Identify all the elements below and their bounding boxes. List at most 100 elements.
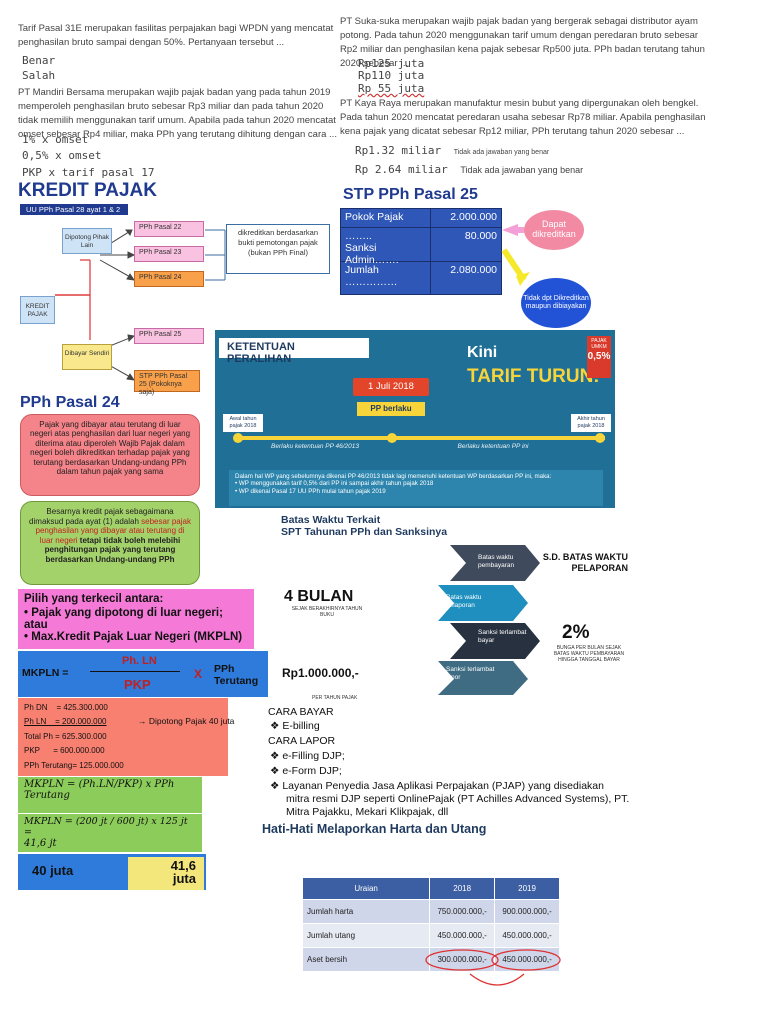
q2-option-2[interactable]: 0,5% x omset xyxy=(22,149,102,162)
q3-option-1[interactable]: Rp125 juta xyxy=(358,57,425,70)
stp-row-value: 80.000 xyxy=(464,230,497,242)
stp-row-label: Sanksi Admin……. xyxy=(345,242,399,266)
diamond-bullet-icon: ❖ xyxy=(270,765,283,777)
table-row: Aset bersih 300.000.000,- 450.000.000,- xyxy=(301,947,560,972)
pph-pasal-22-box: PPh Pasal 22 xyxy=(134,221,204,237)
q3-option-2[interactable]: Rp110 juta xyxy=(358,69,425,82)
pph-pasal-23-box: PPh Pasal 23 xyxy=(134,246,204,262)
mkpln-green-1: MKPLN = (Ph.LN/PKP) x PPh Terutang xyxy=(18,777,202,813)
batas-arrow-4-label: Sanksi terlambat lapor xyxy=(446,666,495,681)
cara-item: ❖ e-Form DJP; xyxy=(270,765,342,777)
formula-numerator: Ph. LN xyxy=(122,655,157,667)
table-row: Jumlah utang 450.000.000,- 450.000.000,- xyxy=(301,923,560,948)
tidak-dikreditkan-circle: Tidak dpt Dikreditkan maupun dibiayakan xyxy=(521,278,591,328)
stp-row-label: Pokok Pajak xyxy=(341,209,431,227)
q4-option-1[interactable]: Rp1.32 miliar Tidak ada jawaban yang ben… xyxy=(355,144,549,160)
table-cell: 450.000.000,- xyxy=(429,923,496,948)
calc-arrow-note: → Dipotong Pajak 40 juta xyxy=(138,716,234,726)
pasal-24-box-1-text: Pajak yang dibayar atau terutang di luar… xyxy=(29,420,191,477)
harta-title: Hati-Hati Melaporkan Harta dan Utang xyxy=(262,822,487,836)
calc-line: PKP = 600.000.000 xyxy=(24,746,105,756)
formula-fraction-line xyxy=(90,671,180,672)
question-1-text: Tarif Pasal 31E merupakan fasilitas perp… xyxy=(18,23,334,48)
cara-ebilling: ❖ E-billing xyxy=(270,720,320,732)
table-header: Uraian xyxy=(301,877,431,900)
sd-batas-text: S.D. BATAS WAKTU PELAPORAN xyxy=(542,552,628,573)
pasal-24-box-1: Pajak yang dibayar atau terutang di luar… xyxy=(20,414,200,496)
green1-line2: Terutang xyxy=(24,790,70,801)
q3-option-3[interactable]: Rp 55 juta xyxy=(358,82,425,95)
q4-option-2[interactable]: Rp 2.64 miliar Tidak ada jawaban yang be… xyxy=(355,163,583,177)
calc-line: Total Ph = 625.300.000 xyxy=(24,731,107,741)
q1-option-2[interactable]: Salah xyxy=(22,69,56,82)
awal-tahun-badge: Awal tahun pajak 2018 xyxy=(223,414,263,432)
rp-sanksi-text: Rp1.000.000,- xyxy=(282,666,359,680)
tarif-turun-text: TARIF TURUN! xyxy=(467,366,600,387)
stp-row-label: Jumlah …………… xyxy=(341,262,431,294)
segment-pp-ini: Berlaku ketentuan PP ini xyxy=(457,443,529,450)
peralihan-bullet: • WP dikenai Pasal 17 UU PPh mulai tahun… xyxy=(235,487,386,495)
batas-arrow-1-label: Batas waktu pembayaran xyxy=(478,554,515,569)
cara-item: ❖ Layanan Penyedia Jasa Aplikasi Perpaja… xyxy=(270,780,630,818)
umkm-badge: PAJAK UMKM 0,5% xyxy=(587,336,611,378)
question-3-text: PT Suka-suka merupakan wajib pajak badan… xyxy=(340,16,705,69)
date-badge: 1 Juli 2018 xyxy=(353,378,429,396)
pilih-title: Pilih yang terkecil antara: xyxy=(24,593,164,605)
umkm-badge-label: PAJAK UMKM xyxy=(591,338,607,350)
result-right-2: juta xyxy=(172,871,196,886)
result-right: 41,6 juta xyxy=(128,857,204,890)
pasal-24-box-2-text-a: Besarnya kredit pajak sebagaimana dimaks… xyxy=(29,507,174,526)
question-3: PT Suka-suka merupakan wajib pajak badan… xyxy=(340,15,712,71)
empat-bulan-text: 4 BULAN xyxy=(284,588,354,605)
dapat-dikreditkan-circle: Dapat dikreditkan xyxy=(524,210,584,250)
batas-arrow-3-label: Sanksi terlambat bayar xyxy=(478,629,527,644)
pph-pasal-24-title: PPh Pasal 24 xyxy=(20,394,120,411)
pp-berlaku-badge: PP berlaku xyxy=(357,402,425,416)
stp-row-value: 2.000.000 xyxy=(450,211,497,223)
question-4-text: PT Kaya Raya merupakan manufaktur mesin … xyxy=(340,98,706,137)
ketentuan-peralihan-banner: KETENTUAN PERALIHAN Kini TARIF TURUN! PA… xyxy=(215,330,615,508)
calc-line: Ph DN = 425.300.000 xyxy=(24,703,108,712)
pph-pasal-25-box: PPh Pasal 25 xyxy=(134,328,204,344)
diamond-bullet-icon: ❖ xyxy=(270,720,283,732)
harta-table: Uraian 2018 2019 Jumlah harta 750.000.00… xyxy=(301,877,560,972)
question-2: PT Mandiri Bersama merupakan wajib pajak… xyxy=(18,86,338,142)
dibayar-box: Dibayar Sendiri xyxy=(62,344,112,370)
q4-option-2-value: Rp 2.64 miliar xyxy=(355,163,448,176)
pilih-item: • Pajak yang dipotong di luar negeri; at… xyxy=(24,607,223,631)
stp-row-label: …….. xyxy=(345,230,372,242)
stp-table: Pokok Pajak 2.000.000 …….. Sanksi Admin…… xyxy=(340,208,502,295)
green1-line1: MKPLN = (Ph.LN/PKP) x PPh xyxy=(24,779,175,790)
cara-lapor-label: CARA LAPOR xyxy=(268,735,336,747)
q1-option-1[interactable]: Benar xyxy=(22,54,56,67)
table-cell: Jumlah harta xyxy=(301,899,431,924)
stp-arrows xyxy=(501,224,530,286)
diamond-bullet-icon: ❖ xyxy=(270,750,283,762)
kredit-pajak-title: KREDIT PAJAK xyxy=(18,180,157,201)
dipotong-box: Dipotong Pihak Lain xyxy=(62,228,112,254)
q2-option-3[interactable]: PKP x tarif pasal 17 xyxy=(22,166,155,179)
arrow-icon: → xyxy=(138,716,149,726)
calc-line: PPh Terutang= 125.000.000 xyxy=(24,760,124,770)
q2-option-1[interactable]: 1% x omset xyxy=(22,133,89,146)
kredit-box: KREDIT PAJAK xyxy=(20,296,55,324)
table-header: 2018 xyxy=(429,877,496,900)
umkm-badge-rate: 0,5% xyxy=(587,351,611,362)
harta-highlight xyxy=(425,949,561,986)
kini-text: Kini xyxy=(467,344,498,361)
diamond-bullet-icon: ❖ xyxy=(270,780,283,792)
question-4: PT Kaya Raya merupakan manufaktur mesin … xyxy=(340,97,712,139)
table-cell: Aset bersih xyxy=(301,947,431,972)
result-right-1: 41,6 xyxy=(170,858,196,873)
stp-pasal-25-box: STP PPh Pasal 25 (Pokoknya saja) xyxy=(134,370,200,396)
question-1: Tarif Pasal 31E merupakan fasilitas perp… xyxy=(18,22,336,50)
pasal-24-box-2-text-c: tetapi tidak boleh melebihi penghitungan… xyxy=(44,535,181,564)
pph-pasal-24-box: PPh Pasal 24 xyxy=(134,271,204,287)
table-cell: 750.000.000,- xyxy=(429,899,496,924)
batas-arrows xyxy=(438,545,540,695)
peralihan-bullet: • WP menggunakan tarif 0,5% dari PP ini … xyxy=(235,480,434,488)
dua-persen-text: 2% xyxy=(562,622,590,643)
formula-times: X xyxy=(194,667,203,681)
timeline-line xyxy=(235,436,605,440)
table-cell: Jumlah utang xyxy=(301,923,431,948)
